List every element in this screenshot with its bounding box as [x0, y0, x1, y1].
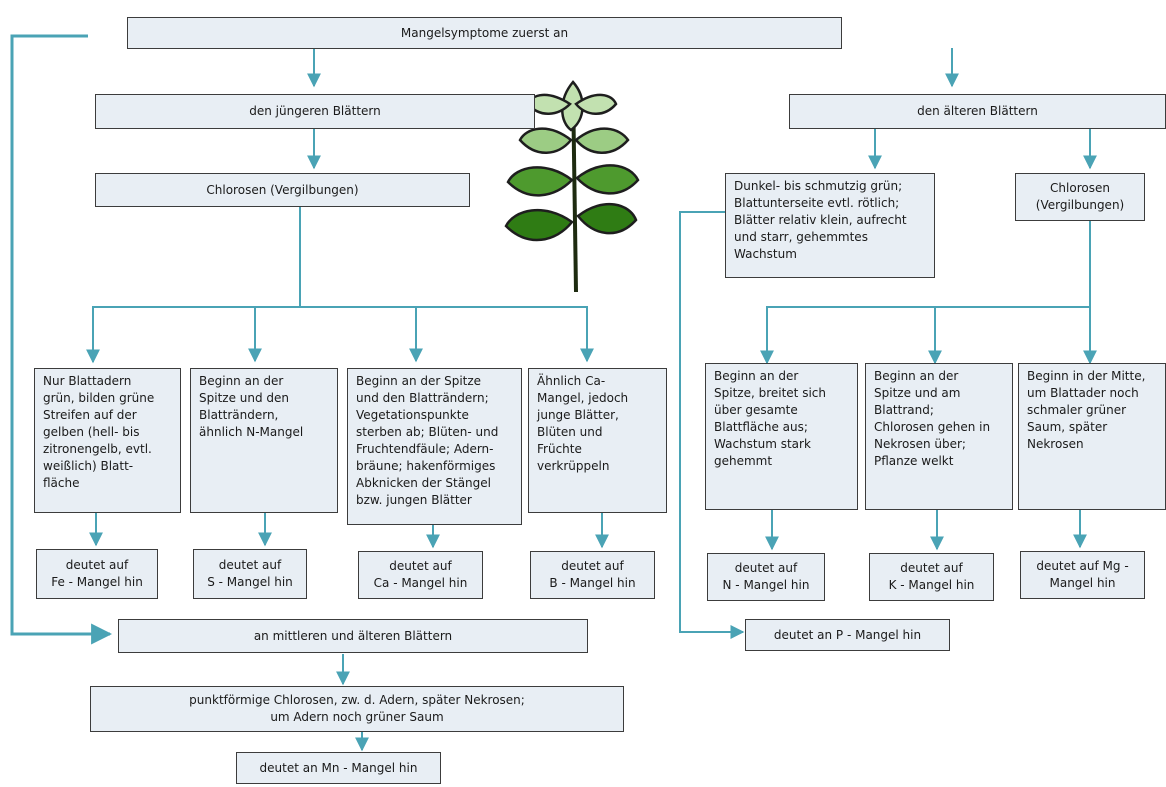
node-symptom-b: Ähnlich Ca- Mangel, jedoch junge Blätter… — [528, 368, 667, 513]
node-chlorosis-young-label: Chlorosen (Vergilbungen) — [206, 182, 359, 197]
node-chlorosis-old-label: Chlorosen (Vergilbungen) — [1035, 181, 1125, 212]
node-symptom-b-label: Ähnlich Ca- Mangel, jedoch junge Blätter… — [537, 374, 629, 473]
node-old-leaves: den älteren Blättern — [789, 94, 1166, 129]
node-result-p: deutet an P - Mangel hin — [745, 619, 950, 651]
node-result-k-label: deutet auf K - Mangel hin — [888, 561, 975, 592]
node-result-k: deutet auf K - Mangel hin — [869, 553, 994, 601]
node-symptom-fe: Nur Blattadern grün, bilden grüne Streif… — [34, 368, 181, 513]
node-result-s-label: deutet auf S - Mangel hin — [207, 558, 293, 589]
node-result-ca-label: deutet auf Ca - Mangel hin — [373, 559, 468, 590]
node-symptom-n-label: Beginn an der Spitze, breitet sich über … — [714, 369, 826, 468]
node-young-leaves: den jüngeren Blättern — [95, 94, 535, 129]
node-result-ca: deutet auf Ca - Mangel hin — [358, 551, 483, 599]
node-old-leaves-label: den älteren Blättern — [917, 104, 1038, 118]
plant-icon — [504, 80, 640, 293]
node-result-mn: deutet an Mn - Mangel hin — [236, 752, 441, 784]
node-chlorosis-old: Chlorosen (Vergilbungen) — [1015, 173, 1145, 221]
connector-darkgreen-p — [679, 211, 745, 639]
node-symptom-s: Beginn an der Spitze und den Blattränder… — [190, 368, 338, 513]
node-chlorosis-young: Chlorosen (Vergilbungen) — [95, 173, 470, 207]
node-symptom-ca-label: Beginn an der Spitze und den Blattränder… — [356, 374, 499, 507]
node-symptom-mg: Beginn in der Mitte, um Blattader noch s… — [1018, 363, 1166, 510]
node-middle-old: an mittleren und älteren Blättern — [118, 619, 588, 653]
node-dark-green: Dunkel- bis schmutzig grün; Blattunterse… — [725, 173, 935, 278]
connector-chlorosis-fork — [92, 207, 301, 361]
node-symptom-s-label: Beginn an der Spitze und den Blattränder… — [199, 374, 304, 439]
node-result-mg: deutet auf Mg - Mangel hin — [1020, 551, 1145, 599]
node-result-s: deutet auf S - Mangel hin — [193, 549, 307, 599]
node-result-n: deutet auf N - Mangel hin — [707, 553, 825, 601]
connector-root-middle — [10, 34, 113, 645]
node-result-mn-label: deutet an Mn - Mangel hin — [259, 760, 418, 775]
node-result-b: deutet auf B - Mangel hin — [530, 551, 655, 599]
node-spot-chlorosis-label: punktförmige Chlorosen, zw. d. Adern, sp… — [189, 693, 525, 724]
node-root-label: Mangelsymptome zuerst an — [400, 25, 569, 40]
node-spot-chlorosis: punktförmige Chlorosen, zw. d. Adern, sp… — [90, 686, 624, 732]
node-symptom-k-label: Beginn an der Spitze und am Blattrand; C… — [874, 369, 991, 468]
node-symptom-mg-label: Beginn in der Mitte, um Blattader noch s… — [1027, 369, 1146, 451]
connector-chlorosis-fork-right — [760, 220, 1091, 365]
node-result-p-label: deutet an P - Mangel hin — [773, 627, 922, 642]
node-result-fe: deutet auf Fe - Mangel hin — [36, 549, 158, 599]
node-symptom-n: Beginn an der Spitze, breitet sich über … — [705, 363, 858, 510]
node-result-mg-label: deutet auf Mg - Mangel hin — [1036, 559, 1129, 590]
connector-fork-b — [300, 306, 594, 363]
node-result-n-label: deutet auf N - Mangel hin — [722, 561, 810, 592]
node-root: Mangelsymptome zuerst an — [127, 17, 842, 49]
node-young-leaves-label: den jüngeren Blättern — [249, 104, 381, 118]
node-symptom-fe-label: Nur Blattadern grün, bilden grüne Streif… — [43, 374, 155, 490]
node-middle-old-label: an mittleren und älteren Blättern — [253, 628, 453, 643]
node-dark-green-label: Dunkel- bis schmutzig grün; Blattunterse… — [734, 179, 907, 261]
node-result-b-label: deutet auf B - Mangel hin — [549, 559, 636, 590]
node-result-fe-label: deutet auf Fe - Mangel hin — [51, 558, 143, 589]
node-symptom-ca: Beginn an der Spitze und den Blattränder… — [347, 368, 522, 525]
node-symptom-k: Beginn an der Spitze und am Blattrand; C… — [865, 363, 1013, 510]
